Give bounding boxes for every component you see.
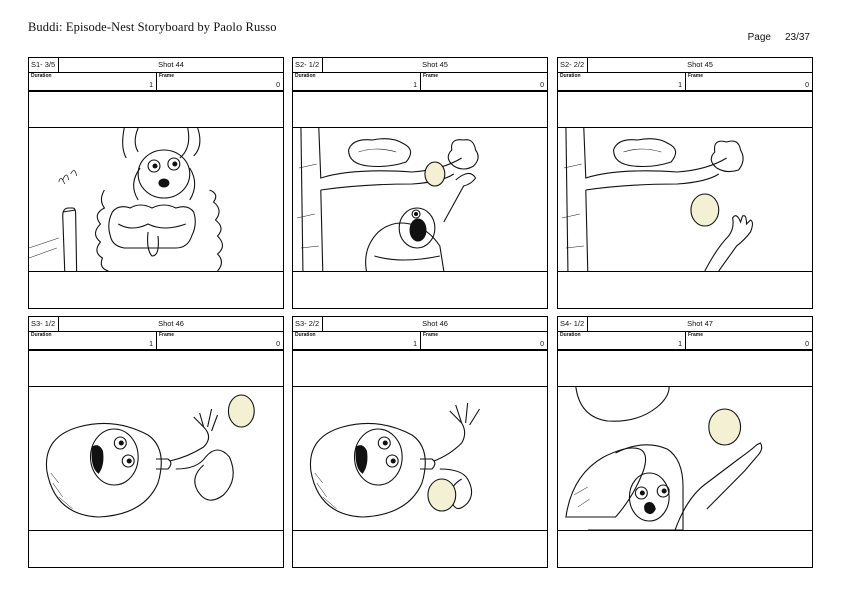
- panel-artwork: [293, 386, 547, 531]
- frame-label: Frame: [423, 332, 439, 338]
- frame-value: 0: [540, 82, 544, 89]
- storyboard-panel: S1- 3/5 Shot 44 Duration 1 Frame 0: [28, 57, 284, 309]
- shot-label: Shot 45: [422, 60, 448, 69]
- duration-value: 1: [678, 82, 682, 89]
- frame-label: Frame: [423, 73, 439, 79]
- panel-artwork: [558, 386, 812, 531]
- scene-label: S3- 1/2: [29, 317, 59, 331]
- duration-label: Duration: [560, 73, 581, 79]
- duration-label: Duration: [560, 332, 581, 338]
- scene-label: S1- 3/5: [29, 58, 59, 72]
- storyboard-panel: S3- 1/2 Shot 46 Duration 1 Frame 0: [28, 316, 284, 568]
- frame-value: 0: [805, 82, 809, 89]
- scene-label: S3- 2/2: [293, 317, 323, 331]
- frame-value: 0: [276, 82, 280, 89]
- shot-label: Shot 44: [158, 60, 184, 69]
- duration-label: Duration: [295, 332, 316, 338]
- page-indicator: Page 23/37: [748, 32, 810, 43]
- panel-artwork: [558, 127, 812, 272]
- storyboard-panel: S2- 2/2 Shot 45 Duration 1 Frame 0: [557, 57, 813, 309]
- scene-label: S2- 1/2: [293, 58, 323, 72]
- duration-label: Duration: [31, 332, 52, 338]
- document-title: Buddi: Episode-Nest Storyboard by Paolo …: [28, 20, 277, 34]
- frame-label: Frame: [688, 73, 704, 79]
- panel-artwork: [29, 386, 283, 531]
- frame-label: Frame: [688, 332, 704, 338]
- duration-value: 1: [413, 341, 417, 348]
- storyboard-panel: S2- 1/2 Shot 45 Duration 1 Frame 0: [292, 57, 548, 309]
- duration-value: 1: [149, 82, 153, 89]
- duration-label: Duration: [295, 73, 316, 79]
- panel-artwork: [29, 127, 283, 272]
- panel-artwork: [293, 127, 547, 272]
- frame-label: Frame: [159, 332, 175, 338]
- shot-label: Shot 47: [687, 319, 713, 328]
- duration-value: 1: [149, 341, 153, 348]
- shot-label: Shot 45: [687, 60, 713, 69]
- page-number: 23/37: [784, 32, 810, 43]
- scene-label: S2- 2/2: [558, 58, 588, 72]
- shot-label: Shot 46: [158, 319, 184, 328]
- frame-value: 0: [276, 341, 280, 348]
- frame-value: 0: [805, 341, 809, 348]
- frame-value: 0: [540, 341, 544, 348]
- storyboard-panel: S3- 2/2 Shot 46 Duration 1 Frame 0: [292, 316, 548, 568]
- scene-label: S4- 1/2: [558, 317, 588, 331]
- duration-value: 1: [413, 82, 417, 89]
- page-label: Page: [747, 32, 771, 43]
- frame-label: Frame: [159, 73, 175, 79]
- duration-label: Duration: [31, 73, 52, 79]
- shot-label: Shot 46: [422, 319, 448, 328]
- duration-value: 1: [678, 341, 682, 348]
- storyboard-panel: S4- 1/2 Shot 47 Duration 1 Frame 0: [557, 316, 813, 568]
